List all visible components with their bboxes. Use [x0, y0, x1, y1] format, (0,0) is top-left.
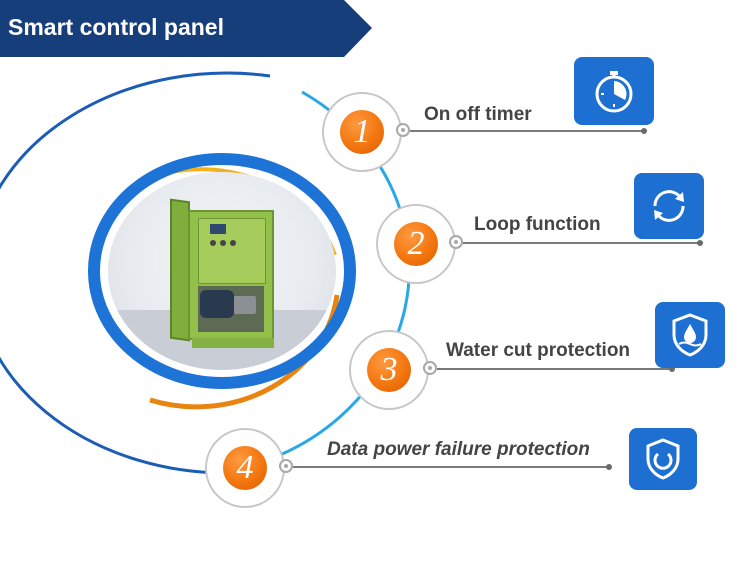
pump: [234, 296, 256, 314]
connector-dot: [396, 123, 410, 137]
feature-2-line: [463, 242, 699, 244]
product-image: [108, 172, 336, 370]
feature-4-number-circle: 4: [205, 428, 285, 508]
feature-1-label: On off timer: [424, 104, 532, 125]
feature-2-label: Loop function: [474, 214, 601, 235]
control-cabinet: [188, 210, 274, 340]
water-shield-icon: [655, 302, 725, 368]
cabinet-door: [170, 198, 190, 342]
feature-3-line: [437, 368, 671, 370]
feature-3-label: Water cut protection: [446, 340, 631, 361]
feature-4-number: 4: [223, 446, 267, 490]
connector-dot: [423, 361, 437, 375]
feature-4-line: [293, 466, 608, 468]
outer-arc: [0, 71, 271, 475]
feature-1-number: 1: [340, 110, 384, 154]
page-title: Smart control panel: [8, 14, 224, 40]
feature-3-number-circle: 3: [349, 330, 429, 410]
timer-icon: [574, 57, 654, 125]
motor: [200, 290, 234, 318]
connector-dot: [279, 459, 293, 473]
feature-3-number: 3: [367, 348, 411, 392]
feature-1-line: [410, 130, 642, 132]
loop-arrows-icon: [634, 173, 704, 239]
feature-4-label: Data power failure protection: [327, 439, 590, 460]
product-ring: [88, 153, 356, 389]
power-shield-icon: [629, 428, 697, 490]
feature-2-number: 2: [394, 222, 438, 266]
title-banner: Smart control panel: [0, 0, 372, 57]
feature-2-number-circle: 2: [376, 204, 456, 284]
control-display: [210, 224, 226, 234]
feature-1-number-circle: 1: [322, 92, 402, 172]
connector-dot: [449, 235, 463, 249]
